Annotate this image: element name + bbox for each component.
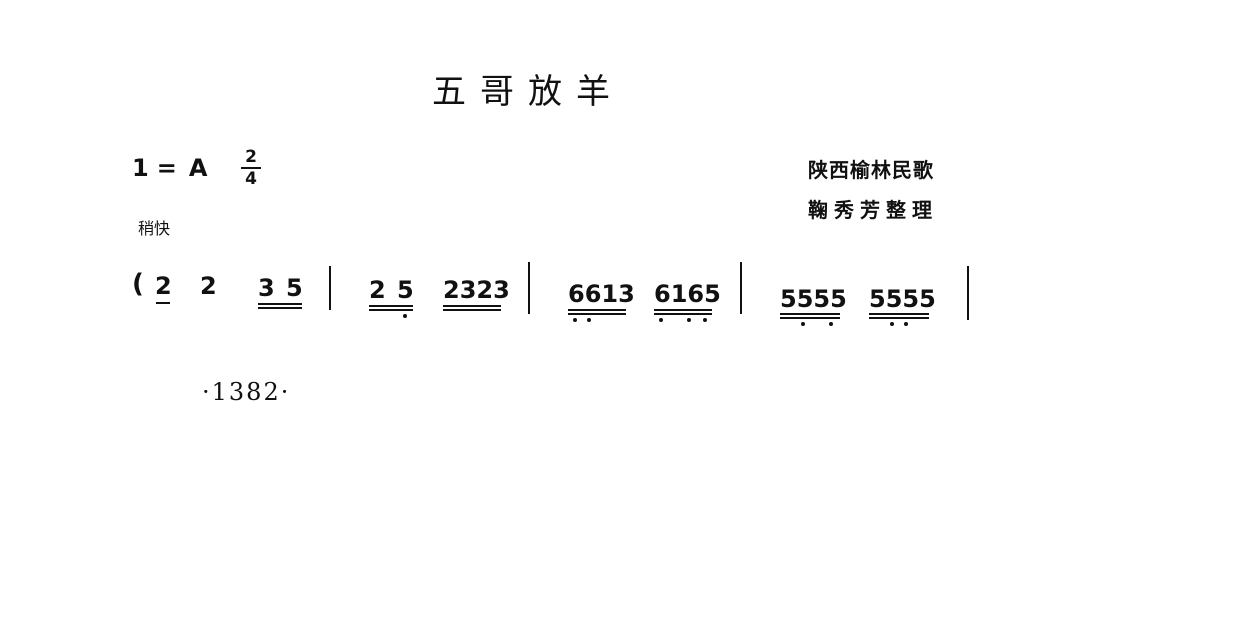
open-parenthesis: ( xyxy=(132,269,144,299)
m1-a-underline xyxy=(156,302,170,304)
key-letter: A xyxy=(188,154,208,182)
m3-low-dot-3 xyxy=(659,318,663,322)
m2-note-a: 2 xyxy=(369,276,386,304)
barline-3 xyxy=(740,262,742,314)
m3-low-dot-2 xyxy=(587,318,591,322)
m3-a-underline-1 xyxy=(568,309,626,311)
barline-2 xyxy=(528,262,530,314)
page-number: ·1382· xyxy=(202,378,291,406)
m3-b-underline-1 xyxy=(654,309,712,311)
m2-note-c: 2323 xyxy=(443,276,510,304)
m3-low-dot-5 xyxy=(703,318,707,322)
m2-note-b: 5 xyxy=(397,276,414,304)
key-signature: 1= A xyxy=(132,154,207,182)
time-fraction-line xyxy=(241,167,261,169)
m4-a-underline-2 xyxy=(780,317,840,319)
m1-note-a: 2 xyxy=(155,272,172,300)
m2-c-underline-2 xyxy=(443,309,501,311)
time-denominator: 4 xyxy=(245,169,257,189)
m1-cd-underline-2 xyxy=(258,307,302,309)
m3-low-dot-4 xyxy=(687,318,691,322)
m4-low-dot-4 xyxy=(904,322,908,326)
tempo-marking: 稍快 xyxy=(138,219,171,238)
m4-low-dot-1 xyxy=(801,322,805,326)
m4-a-underline-1 xyxy=(780,313,840,315)
m1-note-d: 5 xyxy=(286,274,303,302)
m2-ab-underline-1 xyxy=(369,305,413,307)
barline-1 xyxy=(329,266,331,310)
time-signature: 2 4 xyxy=(241,148,261,188)
m4-note-a: 5555 xyxy=(780,285,847,313)
m1-note-b: 2 xyxy=(200,272,217,300)
arranger-credit: 鞠秀芳整理 xyxy=(808,198,938,222)
m2-ab-underline-2 xyxy=(369,309,413,311)
m1-cd-underline-1 xyxy=(258,303,302,305)
m4-b-underline-2 xyxy=(869,317,929,319)
m3-a-underline-2 xyxy=(568,313,626,315)
barline-4 xyxy=(967,266,969,320)
m4-b-underline-1 xyxy=(869,313,929,315)
m1-note-c: 3 xyxy=(258,274,275,302)
m4-low-dot-3 xyxy=(890,322,894,326)
key-equals: = xyxy=(156,154,177,182)
time-numerator: 2 xyxy=(245,147,257,167)
m2-low-dot xyxy=(403,314,407,318)
m2-c-underline-1 xyxy=(443,305,501,307)
m4-low-dot-2 xyxy=(829,322,833,326)
m3-b-underline-2 xyxy=(654,313,712,315)
song-origin: 陕西榆林民歌 xyxy=(808,158,934,182)
song-title: 五哥放羊 xyxy=(432,72,624,112)
m3-note-b: 6165 xyxy=(654,280,721,308)
m3-low-dot-1 xyxy=(573,318,577,322)
m3-note-a: 6613 xyxy=(568,280,635,308)
key-tonic: 1 xyxy=(132,154,149,182)
m4-note-b: 5555 xyxy=(869,285,936,313)
